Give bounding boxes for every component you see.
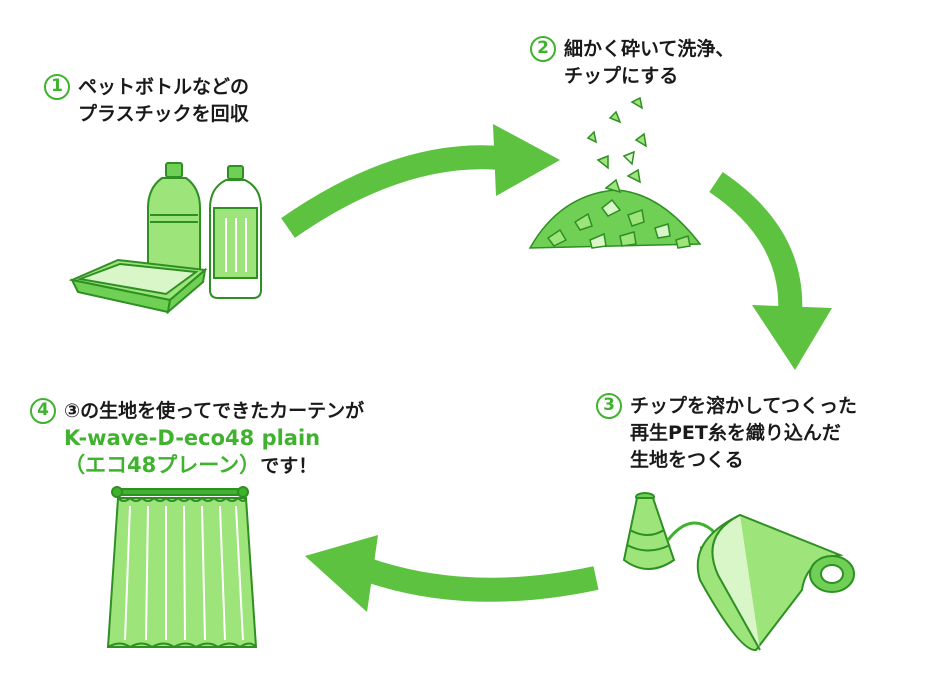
step-4-line-1: ③の生地を使ってできたカーテンが [64, 400, 365, 422]
step-1-line-2: プラスチックを回収 [78, 103, 249, 125]
pet-chips-icon [528, 96, 702, 249]
step-number-3: 3 [596, 393, 622, 419]
plastic-tray-icon [68, 258, 208, 315]
fabric-roll-icon [696, 513, 855, 651]
step-3-line-2: 再生PET糸を織り込んだ [630, 422, 841, 444]
product-suffix: です！ [260, 455, 318, 477]
arrow-2-to-3 [709, 172, 832, 370]
plastic-bottles-icon [147, 162, 262, 299]
product-name-japanese: （エコ48プレーン） [64, 453, 261, 477]
step-number-1: 1 [44, 74, 70, 100]
step-3-line-1: チップを溶かしてつくった [630, 395, 858, 417]
step-number-4: 4 [30, 398, 56, 424]
step-2-line-1: 細かく砕いて洗浄、 [564, 38, 735, 60]
arrow-3-to-4 [305, 535, 599, 612]
step-3-line-3: 生地をつくる [630, 449, 744, 471]
product-name: K-wave-D-eco48 plain [64, 426, 321, 450]
step-2-line-2: チップにする [564, 65, 679, 87]
step-number-2: 2 [530, 36, 556, 62]
arrow-1-to-2 [281, 124, 560, 238]
curtain-icon [106, 486, 258, 649]
step-1-line-1: ペットボトルなどの [78, 76, 250, 98]
